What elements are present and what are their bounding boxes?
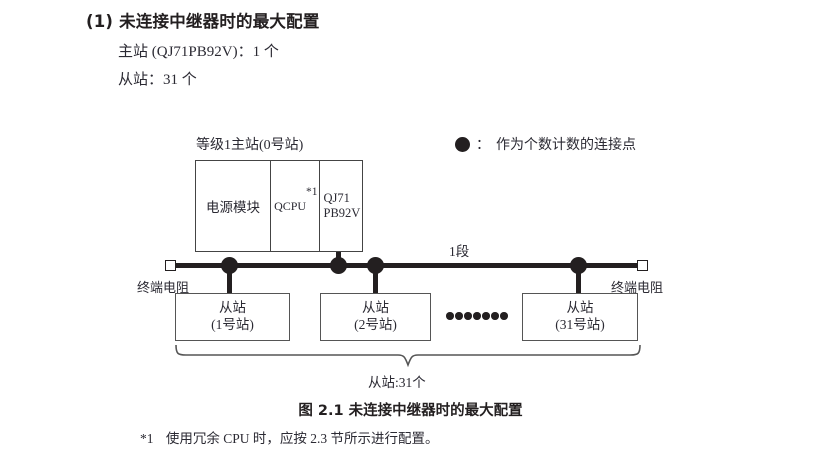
slave-count-brace [175, 344, 641, 368]
ellipsis-dot-icon [455, 312, 463, 320]
page-title: (1) 未连接中继器时的最大配置 [86, 8, 726, 32]
section-number: (1) [86, 12, 114, 31]
ellipsis-dot-icon [491, 312, 499, 320]
master-module-rack: 电源模块 QCPU *1 QJ71 PB92V [195, 160, 363, 252]
bus-line [172, 263, 642, 268]
spec-master-count: 主站 (QJ71PB92V)：1 个 [118, 44, 279, 60]
footnote-text: 使用冗余 CPU 时，应按 2.3 节所示进行配置。 [165, 431, 439, 446]
power-supply-module: 电源模块 [196, 161, 272, 251]
ellipsis-dot-icon [500, 312, 508, 320]
slave-drop-line [373, 264, 378, 294]
figure-caption: 图 2.1 未连接中继器时的最大配置 [298, 403, 523, 419]
qj71pb92v-line1: QJ71 [323, 191, 350, 206]
slave-stations-ellipsis-icon [446, 312, 508, 320]
slave-station-name: 从站 [362, 300, 389, 316]
footnote: *1 使用冗余 CPU 时，应按 2.3 节所示进行配置。 [140, 427, 439, 447]
slave-drop-line [576, 264, 581, 294]
slave-station-name: 从站 [219, 300, 246, 316]
slave-count-caption: 从站:31个 [368, 375, 426, 390]
qcpu-footnote-marker: *1 [306, 186, 318, 198]
ellipsis-dot-icon [473, 312, 481, 320]
qj71pb92v-module-label: QJ71 PB92V [324, 191, 361, 221]
footnote-marker: *1 [140, 431, 154, 446]
segment-label: 1段 [449, 244, 470, 259]
qj71pb92v-line2: PB92V [323, 206, 361, 220]
terminating-resistor-right-label: 终端电阻 [611, 280, 664, 295]
terminating-resistor-left-label: 终端电阻 [137, 280, 190, 295]
qcpu-module-label: QCPU [274, 198, 307, 213]
slave-station-number: (31号站) [555, 317, 605, 332]
terminating-resistor-right-icon [637, 260, 648, 271]
slave-drop-line [227, 264, 232, 294]
legend-colon: ： [476, 138, 490, 153]
terminating-resistor-left-icon [165, 260, 176, 271]
slave-station-box: 从站 (2号站) [320, 293, 431, 341]
section-title: 未连接中继器时的最大配置 [119, 12, 320, 31]
legend-text: 作为个数计数的连接点 [496, 138, 636, 153]
slave-station-number: (1号站) [211, 317, 254, 332]
power-supply-module-label: 电源模块 [206, 200, 261, 215]
master-rack-label: 等级1主站(0号站) [196, 138, 304, 153]
slave-station-box: 从站 (1号站) [175, 293, 290, 341]
slave-station-box: 从站 (31号站) [522, 293, 638, 341]
heading-block: (1) 未连接中继器时的最大配置 主站 (QJ71PB92V)：1 个 从站：3… [86, 8, 726, 89]
qcpu-module: QCPU *1 [271, 161, 320, 251]
spec-slave-count: 从站：31 个 [118, 72, 197, 88]
ellipsis-dot-icon [464, 312, 472, 320]
slave-station-number: (2号站) [354, 317, 397, 332]
connection-point-dot-icon [330, 257, 347, 274]
slave-station-name: 从站 [566, 300, 594, 316]
ellipsis-dot-icon [446, 312, 454, 320]
ellipsis-dot-icon [482, 312, 490, 320]
connection-point-dot-icon [455, 136, 470, 152]
qj71pb92v-module: QJ71 PB92V [320, 161, 363, 251]
legend: ： 作为个数计数的连接点 [455, 134, 636, 154]
